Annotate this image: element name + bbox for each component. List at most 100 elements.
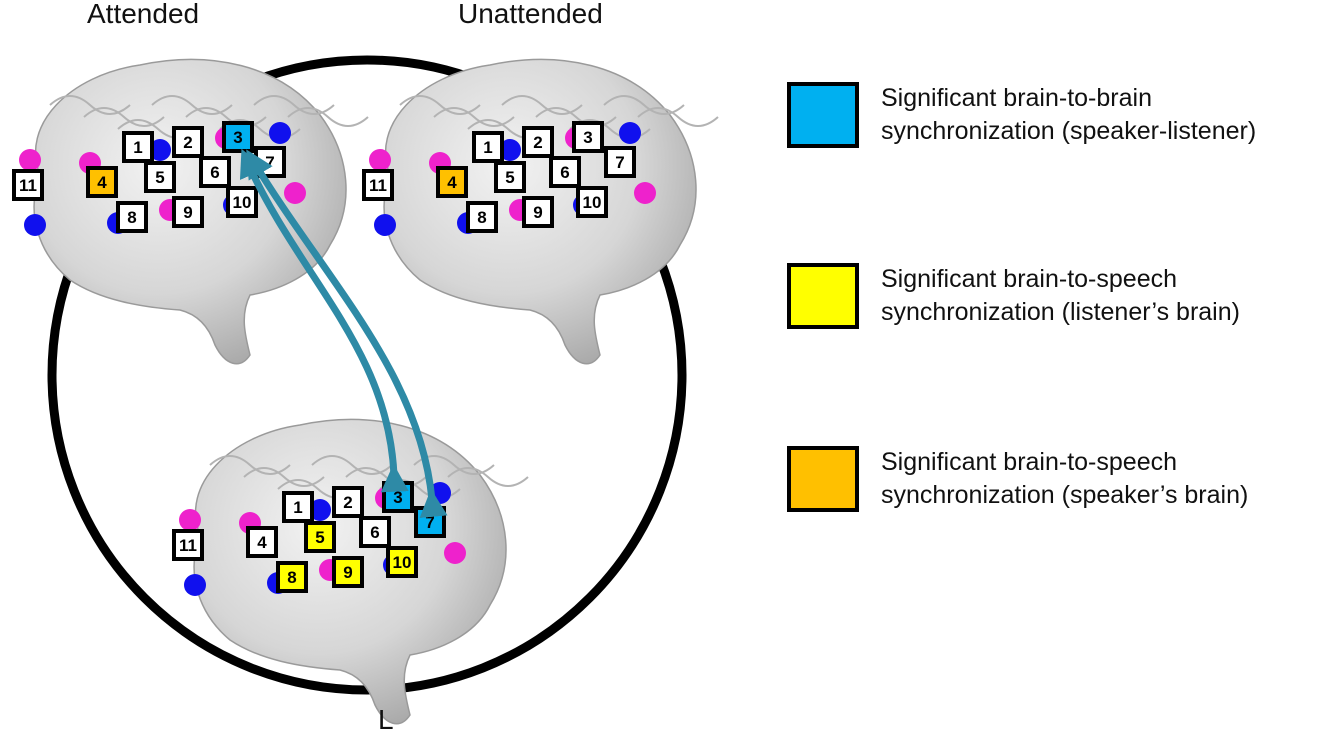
channel-9: 9 [522,196,554,228]
channel-box [172,196,204,228]
channel-label: 8 [127,208,136,227]
channel-5: 5 [304,521,336,553]
channel-box [604,146,636,178]
channel-label: 4 [257,533,267,552]
channel-6: 6 [199,156,231,188]
channel-label: 2 [343,493,352,512]
channel-label: 6 [560,163,569,182]
channel-label: 11 [369,176,387,195]
channel-box [276,561,308,593]
channel-label: 11 [19,176,37,195]
channel-label: 7 [425,513,434,532]
channel-6: 6 [359,516,391,548]
channel-10: 10 [576,186,608,218]
channel-11: 11 [12,169,44,201]
channel-4: 4 [246,526,278,558]
channel-6: 6 [549,156,581,188]
optode-source-dot [369,149,391,171]
channel-label: 8 [287,568,296,587]
channel-box [576,186,608,218]
channel-box [172,529,204,561]
channel-7: 7 [414,506,446,538]
channel-label: 9 [533,203,542,222]
channel-label: 2 [183,133,192,152]
channel-7: 7 [604,146,636,178]
channel-label: 3 [233,128,242,147]
channel-box [466,201,498,233]
connection-arrow [246,149,448,519]
channel-3: 3 [572,121,604,153]
channel-8: 8 [116,201,148,233]
channel-box [86,166,118,198]
gyrus-line [637,107,719,127]
optode-source-dot [179,509,201,531]
channel-label: 3 [583,128,592,147]
channel-label: 1 [133,138,142,157]
legend-line: synchronization (speaker’s brain) [881,481,1249,509]
legend-line: synchronization (listener’s brain) [881,298,1240,326]
gyrus-line [287,107,369,127]
channel-label: 11 [179,536,197,555]
title-unattended: Unattended [458,0,603,29]
channel-label: 3 [393,488,402,507]
channel-box [12,169,44,201]
legend-line: Significant brain-to-brain [881,84,1152,112]
channel-2: 2 [172,126,204,158]
channel-box [522,126,554,158]
gyrus-line [447,467,529,487]
channel-box [116,201,148,233]
legend-text-brain-to-brain: Significant brain-to-brain synchronizati… [881,82,1256,148]
channel-4: 4 [86,166,118,198]
optode-detector-dot [184,574,206,596]
channel-3: 3 [382,481,414,513]
brain-unattended: 1 2 3 4 5 6 7 8 9 10 11 [362,58,719,365]
optode-source-dot [634,182,656,204]
legend-item-listener-brain: Significant brain-to-speech synchronizat… [787,263,1240,329]
channel-5: 5 [144,161,176,193]
channel-9: 9 [332,556,364,588]
channel-box [172,126,204,158]
channel-label: 7 [615,153,624,172]
channel-label: 2 [533,133,542,152]
optode-detector-dot [374,214,396,236]
channel-10: 10 [386,546,418,578]
channel-label: 1 [293,498,302,517]
legend-swatch-brain-to-brain [787,82,859,148]
channel-label: 1 [483,138,492,157]
channel-1: 1 [282,491,314,523]
legend-item-speaker-brain: Significant brain-to-speech synchronizat… [787,446,1248,512]
channel-label: 10 [233,193,252,212]
legend-line: Significant brain-to-speech [881,265,1177,293]
channel-1: 1 [122,131,154,163]
channel-label: 9 [343,563,352,582]
channel-8: 8 [466,201,498,233]
channel-2: 2 [522,126,554,158]
interaction-circle [47,55,687,695]
channel-1: 1 [472,131,504,163]
channel-box [122,131,154,163]
channel-box [144,161,176,193]
legend-text-listener-brain: Significant brain-to-speech synchronizat… [881,263,1240,329]
channel-3: 3 [222,121,254,153]
brain-listener: 1 2 3 4 5 6 7 8 9 10 11 [172,418,529,725]
optode-detector-dot [619,122,641,144]
optode-detector-dot [24,214,46,236]
channel-label: 5 [315,528,324,547]
channel-4: 4 [436,166,468,198]
channel-label: 4 [97,173,107,192]
channel-label: 10 [393,553,412,572]
channel-10: 10 [226,186,258,218]
channel-box [549,156,581,188]
connection-arrows [239,148,448,519]
channel-label: 5 [155,168,164,187]
channel-5: 5 [494,161,526,193]
legend-item-brain-to-brain: Significant brain-to-brain synchronizati… [787,82,1256,148]
channel-2: 2 [332,486,364,518]
channel-box [572,121,604,153]
channel-box [472,131,504,163]
channel-11: 11 [172,529,204,561]
channel-label: 4 [447,173,457,192]
channel-box [386,546,418,578]
